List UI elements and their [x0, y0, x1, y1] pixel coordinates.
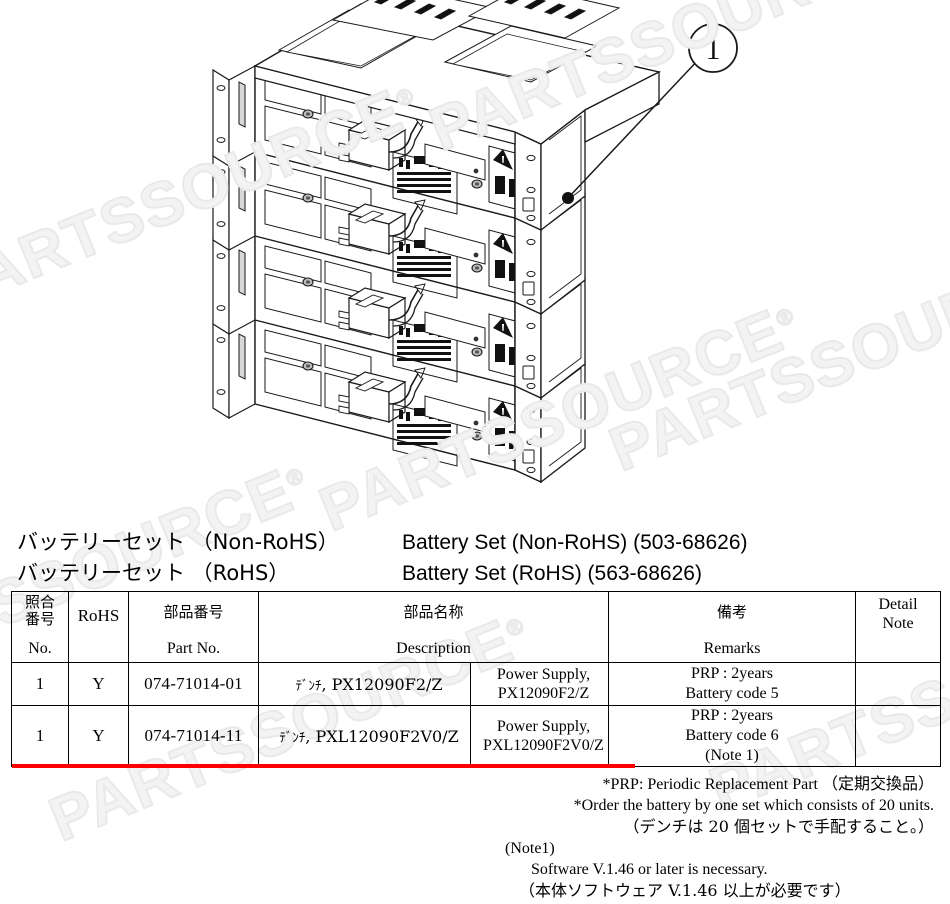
footnote-prp: *PRP: Periodic Replacement Part （定期交換品）	[602, 776, 934, 793]
battery-stack-illustration: 1	[212, 0, 738, 483]
header-desc-jp: 部品名称	[403, 603, 464, 621]
footnote-order-en: *Order the battery by one set which cons…	[573, 797, 934, 814]
title-english-non-rohs: Battery Set (Non-RoHS) (503-68626)	[402, 531, 748, 554]
footnote-software-jp: （本体ソフトウェア V.1.46 以上が必要です）	[519, 881, 851, 900]
header-desc-en: Description	[396, 640, 471, 657]
kana-denchi: ﾃﾞﾝﾁ	[295, 678, 322, 694]
header-cell-no: 照合 番号 No.	[11, 591, 69, 663]
footnote-software-en: Software V.1.46 or later is necessary.	[531, 861, 768, 878]
parts-table: 照合 番号 No. RoHS 部品番号 Part No. 部品名称 Descri…	[11, 591, 941, 767]
cell-part-no: 074-71014-01	[128, 662, 259, 706]
cell-no: 1	[11, 705, 69, 767]
desc-jp-rest: , PXL12090F2V0/Z	[305, 726, 459, 746]
remarks-line1: PRP : 2years	[690, 707, 774, 724]
illustration-area: 1	[212, 0, 738, 483]
remarks-line2: Battery code 6	[685, 727, 779, 744]
remarks-line1: PRP : 2years	[690, 665, 774, 682]
parts-table-container: 照合 番号 No. RoHS 部品番号 Part No. 部品名称 Descri…	[11, 591, 941, 767]
remarks-line2: Battery code 5	[685, 685, 779, 702]
header-cell-detail-note: Detail Note	[855, 591, 941, 663]
title-japanese-rohs: バッテリーセット （RoHS）	[17, 561, 290, 585]
header-detail-line2: Note	[882, 615, 914, 632]
header-partno-en: Part No.	[166, 640, 221, 657]
desc-en-line2: PX12090F2/Z	[497, 685, 590, 702]
callout-1: 1	[562, 23, 738, 204]
remarks-line3: (Note 1)	[705, 747, 759, 764]
header-no-jp-line1: 照合	[24, 593, 55, 611]
cell-no: 1	[11, 662, 69, 706]
title-row-non-rohs: バッテリーセット （Non-RoHS） Battery Set (Non-RoH…	[0, 527, 950, 558]
header-partno-jp: 部品番号	[163, 603, 224, 621]
header-cell-remarks: 備考 Remarks	[608, 591, 856, 663]
cell-detail-note	[855, 705, 941, 767]
cell-part-no: 074-71014-11	[128, 705, 259, 767]
cell-rohs: Y	[68, 662, 129, 706]
callout-number: 1	[706, 33, 721, 66]
header-rohs: RoHS	[77, 606, 120, 625]
cell-detail-note	[855, 662, 941, 706]
desc-en-line2: PXL12090F2V0/Z	[483, 737, 604, 754]
red-highlight-underline	[12, 764, 635, 768]
footnote-note1-label: (Note1)	[505, 840, 555, 857]
title-english-rohs: Battery Set (RoHS) (563-68626)	[402, 562, 702, 585]
title-japanese-non-rohs: バッテリーセット （Non-RoHS）	[17, 530, 339, 554]
cell-description-en: Power Supply, PX12090F2/Z	[470, 662, 609, 706]
cell-description-en: Power Supply, PXL12090F2V0/Z	[470, 705, 609, 767]
table-row: 1 Y 074-71014-01 ﾃﾞﾝﾁ, PX12090F2/Z Power…	[11, 662, 941, 706]
cell-rohs: Y	[68, 705, 129, 767]
header-remarks-jp: 備考	[716, 603, 747, 621]
title-row-rohs: バッテリーセット （RoHS） Battery Set (RoHS) (563-…	[0, 558, 950, 589]
callout-anchor-dot	[562, 192, 574, 204]
desc-en-line1: Power Supply,	[496, 666, 591, 683]
kana-denchi: ﾃﾞﾝﾁ	[279, 730, 306, 746]
header-no-jp-line2: 番号	[24, 610, 55, 628]
header-detail-line1: Detail	[878, 596, 918, 613]
title-block: バッテリーセット （Non-RoHS） Battery Set (Non-RoH…	[0, 527, 950, 589]
header-cell-part-no: 部品番号 Part No.	[128, 591, 259, 663]
footnote-order-jp: （デンチは 20 個セットで手配すること。）	[623, 817, 934, 836]
table-row: 1 Y 074-71014-11 ﾃﾞﾝﾁ, PXL12090F2V0/Z Po…	[11, 705, 941, 767]
desc-en-line1: Power Supply,	[496, 718, 591, 735]
desc-jp-rest: , PX12090F2/Z	[321, 674, 443, 694]
header-remarks-en: Remarks	[703, 640, 761, 657]
cell-remarks: PRP : 2years Battery code 6 (Note 1)	[608, 705, 856, 767]
cell-description-jp: ﾃﾞﾝﾁ, PX12090F2/Z	[258, 662, 471, 706]
header-cell-description: 部品名称 Description	[258, 591, 609, 663]
cell-remarks: PRP : 2years Battery code 5	[608, 662, 856, 706]
cell-description-jp: ﾃﾞﾝﾁ, PXL12090F2V0/Z	[258, 705, 471, 767]
header-no-en: No.	[28, 640, 52, 657]
callout-circle	[688, 23, 738, 73]
header-cell-rohs: RoHS	[68, 591, 129, 663]
table-header-row: 照合 番号 No. RoHS 部品番号 Part No. 部品名称 Descri…	[11, 591, 941, 663]
